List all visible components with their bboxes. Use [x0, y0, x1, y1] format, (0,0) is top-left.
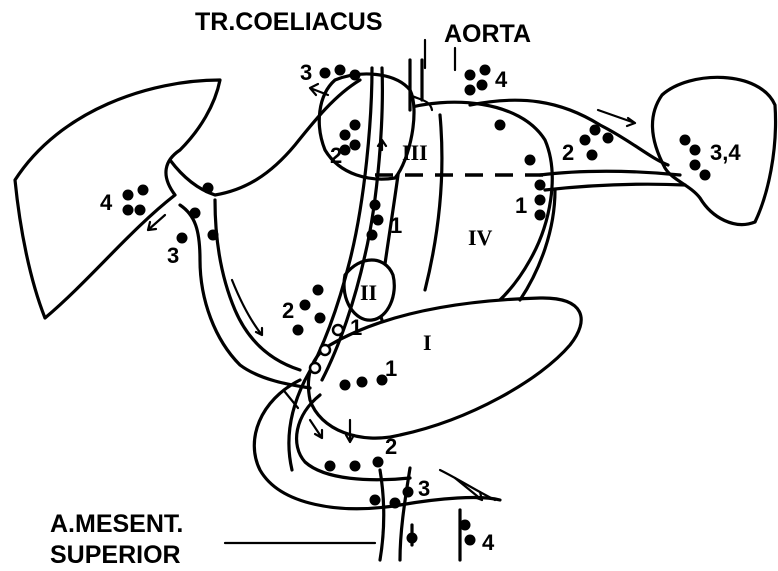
label-aorta: AORTA	[444, 20, 531, 48]
zone-label-iii: III	[402, 140, 428, 165]
label-node-group: 3	[300, 60, 312, 85]
label-node-group: 2	[562, 140, 574, 165]
liver-outline	[15, 80, 220, 318]
label-node-group: 2	[330, 143, 342, 168]
label-node-group: 3	[167, 243, 179, 268]
zone-label-i: I	[423, 330, 432, 355]
bile-duct-tube-inner	[180, 205, 310, 388]
sma-vessel-left	[380, 470, 384, 560]
label-node-group: 1	[385, 356, 397, 381]
label-node-group: 2	[282, 298, 294, 323]
sma-vessel-right	[400, 468, 410, 560]
splenic-vessel-base	[545, 184, 685, 190]
label-sma-line2: SUPERIOR	[50, 541, 181, 569]
splenic-vessel-lower	[540, 171, 680, 175]
label-node-group: 3,4	[710, 140, 741, 165]
label-node-group: 2	[385, 434, 397, 459]
label-node-group: 1	[390, 213, 402, 238]
label-node-group: 4	[495, 67, 508, 92]
label-node-group: 3	[418, 476, 430, 501]
label-node-group: 1	[350, 315, 362, 340]
bile-duct-tube-outer	[215, 200, 300, 370]
label-coeliac-trunk: TR.COELIACUS	[195, 8, 383, 36]
sma-branch	[440, 470, 495, 500]
label-sma-line1: A.MESENT.	[50, 510, 183, 538]
zone-label-iv: IV	[468, 225, 493, 250]
label-node-group: 1	[515, 193, 527, 218]
label-node-group: 4	[482, 530, 495, 555]
label-node-group: 4	[100, 190, 113, 215]
zone-label-ii: II	[360, 280, 377, 305]
